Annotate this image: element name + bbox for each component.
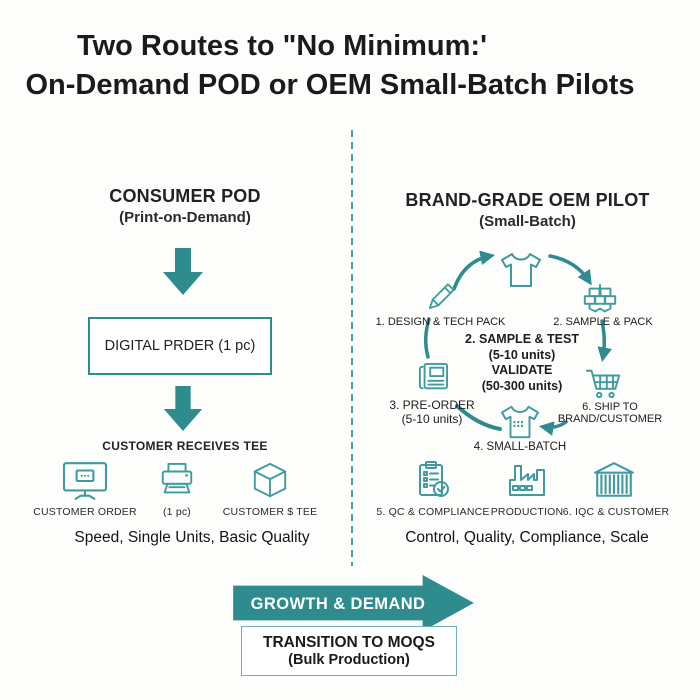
- tshirt-icon: [501, 253, 541, 287]
- clipboard-check-icon: [419, 461, 449, 497]
- right-summary: Control, Quality, Compliance, Scale: [405, 529, 649, 546]
- left-column-header: CONSUMER POD: [109, 186, 261, 206]
- title-line-2: On-Demand POD or OEM Small-Batch Pilots: [25, 69, 635, 101]
- customer-tee-label: CUSTOMER $ TEE: [222, 506, 318, 518]
- transition-line-2: (Bulk Production): [288, 652, 410, 668]
- left-column-subheader: (Print-on-Demand): [119, 209, 251, 226]
- fax-machine-icon: [418, 362, 448, 390]
- cycle-step-3-line-1: 3. PRE-ORDER: [389, 398, 475, 412]
- warehouse-icon: [594, 462, 634, 497]
- down-arrow-icon: [163, 386, 203, 432]
- factory-icon: [509, 465, 545, 496]
- iqc-customer-label: 6. IQC & CUSTOMER: [562, 506, 670, 518]
- cube-icon: [253, 462, 287, 498]
- cycle-center-line-4: (50-300 units): [481, 378, 563, 393]
- transition-line-1: TRANSITION TO MOQS: [263, 634, 435, 651]
- bricks-icon: [583, 283, 617, 313]
- cycle-step-2-label: 2. SAMPLE & PACK: [553, 316, 653, 328]
- cycle-step-6-line-1: 6. SHIP TO: [582, 401, 638, 413]
- growth-demand-label: GROWTH & DEMAND: [250, 594, 426, 613]
- digital-order-box: DIGITAL PRDER (1 pc): [88, 317, 272, 375]
- cycle-step-6-line-2: BRAND/CUSTOMER: [557, 413, 663, 425]
- customer-receives-label: CUSTOMER RECEIVES TEE: [102, 439, 268, 453]
- digital-order-label: DIGITAL PRDER (1 pc): [104, 338, 256, 354]
- cycle-step-3-line-2: (5-10 units): [401, 412, 463, 426]
- tshirt-batch-icon: [501, 405, 539, 439]
- qc-compliance-label: 5. QC & COMPLIANCE: [376, 506, 490, 518]
- dashed-divider: [351, 130, 353, 566]
- right-column-subheader: (Small-Batch): [479, 213, 576, 230]
- one-pc-label: (1 pc): [162, 506, 192, 518]
- page-title: Two Routes to "No Minimum:' On-Demand PO…: [0, 27, 700, 105]
- cycle-center-line-2: (5-10 units): [488, 347, 556, 362]
- cart-icon: [585, 369, 621, 399]
- transition-box: TRANSITION TO MOQS (Bulk Production): [241, 626, 457, 676]
- right-column-header: BRAND-GRADE OEM PILOT: [405, 190, 650, 210]
- cycle-center-line-1: 2. SAMPLE & TEST: [465, 332, 579, 346]
- customer-order-label: CUSTOMER ORDER: [33, 506, 137, 518]
- printer-icon: [161, 462, 193, 494]
- title-line-1: Two Routes to "No Minimum:': [77, 30, 487, 62]
- monitor-icon: [62, 462, 108, 500]
- cycle-step-1-label: 1. DESIGN & TECH PACK: [375, 316, 506, 328]
- growth-arrow-icon: [233, 575, 474, 632]
- production-label: PRODUCTION: [490, 506, 564, 518]
- cycle-step-3-label: 3. PRE-ORDER (5-10 units): [372, 398, 492, 426]
- pencil-icon: [428, 283, 455, 310]
- cycle-center-line-3: VALIDATE: [491, 363, 553, 377]
- down-arrow-icon: [163, 248, 203, 295]
- cycle-step-6-label: 6. SHIP TO BRAND/CUSTOMER: [545, 401, 675, 425]
- cycle-step-4-label: 4. SMALL-BATCH: [473, 441, 567, 453]
- cycle-center-text: 2. SAMPLE & TEST (5-10 units) VALIDATE (…: [442, 332, 602, 394]
- left-summary: Speed, Single Units, Basic Quality: [74, 529, 310, 546]
